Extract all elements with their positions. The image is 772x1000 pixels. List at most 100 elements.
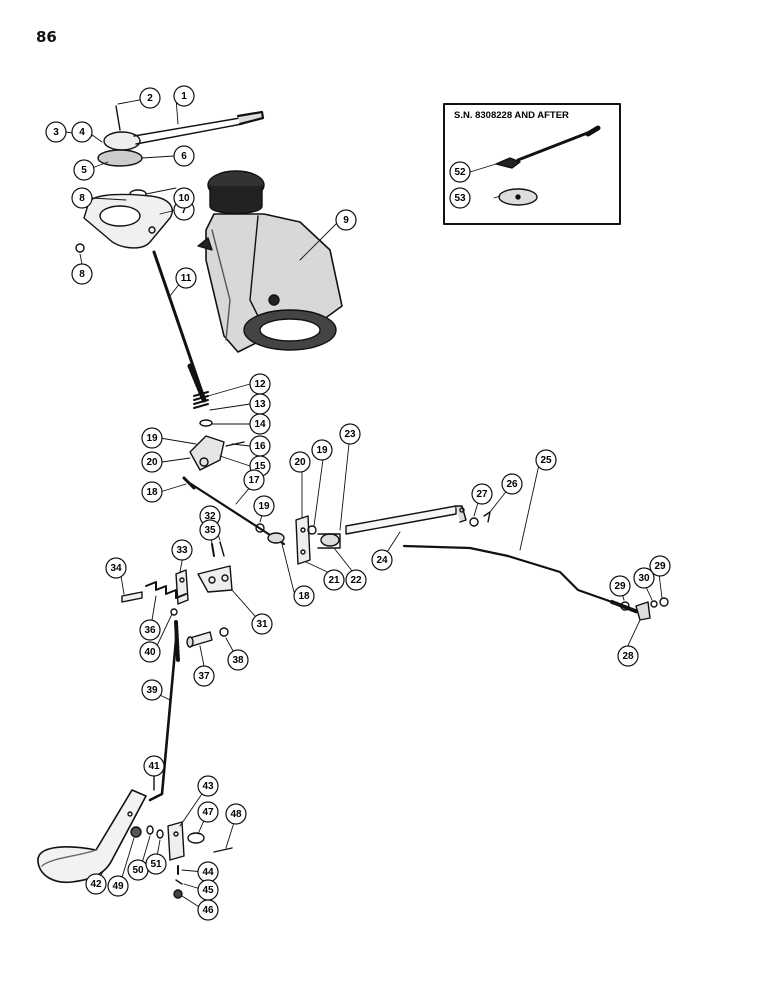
callout-36-41: 36 xyxy=(139,619,161,641)
callout-42-47-label: 42 xyxy=(90,879,102,890)
callout-34-39-circle xyxy=(105,557,127,579)
washer-14 xyxy=(199,419,213,427)
inset-title: S.N. 8308228 AND AFTER xyxy=(454,110,569,121)
callout-50-55: 50 xyxy=(127,859,149,881)
callout-22-26-circle xyxy=(345,569,367,591)
callout-3-2: 3 xyxy=(45,121,67,143)
callout-51-56: 51 xyxy=(145,853,167,875)
nut-46 xyxy=(173,889,183,899)
callout-19-22-label: 19 xyxy=(316,445,328,456)
callout-19-20-circle xyxy=(141,427,163,449)
callout-39-44: 39 xyxy=(141,679,163,701)
callout-21-25: 21 xyxy=(323,569,345,591)
callout-16-16-label: 16 xyxy=(254,441,266,452)
callout-10-10-circle xyxy=(173,187,195,209)
inset-callout-52-label: 52 xyxy=(454,167,466,178)
callout-1-0: 1 xyxy=(173,85,195,107)
page-number: 86 xyxy=(36,28,57,46)
callout-23-27: 23 xyxy=(339,423,361,445)
callout-2-1: 2 xyxy=(139,87,161,109)
washer-50 xyxy=(146,825,154,835)
callout-41-46: 41 xyxy=(143,755,165,777)
nut-29a xyxy=(620,601,630,611)
callout-30-35-circle xyxy=(633,567,655,589)
callout-35-40-circle xyxy=(199,519,221,541)
callout-37-42-label: 37 xyxy=(198,671,210,682)
callout-35-40: 35 xyxy=(199,519,221,541)
callout-40-45-label: 40 xyxy=(144,647,156,658)
callout-46-51-circle xyxy=(197,899,219,921)
callout-50-55-label: 50 xyxy=(132,865,144,876)
callout-18-18-circle xyxy=(141,481,163,503)
callout-8-8: 8 xyxy=(71,263,93,285)
callout-45-50: 45 xyxy=(197,879,219,901)
callout-6-5: 6 xyxy=(173,145,195,167)
callout-46-51-label: 46 xyxy=(202,905,214,916)
callout-28-32-label: 28 xyxy=(622,651,634,662)
callout-4-3-circle xyxy=(71,121,93,143)
callout-2-1-circle xyxy=(139,87,161,109)
callout-11-11-label: 11 xyxy=(181,273,192,284)
shift-lever xyxy=(103,105,265,151)
inset-callout-52: 52 xyxy=(449,161,471,183)
callout-26-30-circle xyxy=(501,473,523,495)
callout-38-43-circle xyxy=(227,649,249,671)
pin-34 xyxy=(121,591,143,603)
callout-27-31-circle xyxy=(471,483,493,505)
callout-24-28-label: 24 xyxy=(376,555,388,566)
callout-11-11-circle xyxy=(175,267,197,289)
nut-8 xyxy=(75,243,85,253)
shaft-24 xyxy=(345,505,467,535)
nut-38 xyxy=(219,627,229,637)
inset-callout-53: 53 xyxy=(449,187,471,209)
callout-17-17: 17 xyxy=(243,469,265,491)
callout-14-14-circle xyxy=(249,413,271,435)
washer-19 xyxy=(307,525,317,535)
callout-20-23-label: 20 xyxy=(146,457,158,468)
callout-39-44-label: 39 xyxy=(146,685,158,696)
callout-17-17-circle xyxy=(243,469,265,491)
callout-47-52: 47 xyxy=(197,801,219,823)
callout-13-13: 13 xyxy=(249,393,271,415)
callout-34-39-label: 34 xyxy=(110,563,122,574)
callout-19-21-label: 19 xyxy=(258,501,270,512)
callout-23-27-circle xyxy=(339,423,361,445)
callout-31-36: 31 xyxy=(251,613,273,635)
callout-30-35-label: 30 xyxy=(638,573,650,584)
link-rod-17 xyxy=(182,476,286,546)
callout-11-11: 11 xyxy=(175,267,197,289)
callout-20-24-label: 20 xyxy=(294,457,306,468)
callout-49-54-circle xyxy=(107,875,129,897)
callout-18-18: 18 xyxy=(141,481,163,503)
pedal-42 xyxy=(37,789,147,884)
bracket-43 xyxy=(167,821,185,861)
inset-box xyxy=(443,103,621,225)
callout-46-51: 46 xyxy=(197,899,219,921)
callout-45-50-label: 45 xyxy=(202,885,214,896)
callout-43-48-circle xyxy=(197,775,219,797)
callout-12-12: 12 xyxy=(249,373,271,395)
callout-22-26-label: 22 xyxy=(350,575,362,586)
clevis-15 xyxy=(189,435,225,471)
callout-28-32-circle xyxy=(617,645,639,667)
callout-9-9-label: 9 xyxy=(343,215,349,226)
callout-21-25-label: 21 xyxy=(328,575,340,586)
callout-43-48: 43 xyxy=(197,775,219,797)
callout-12-12-label: 12 xyxy=(254,379,266,390)
callout-2-1-label: 2 xyxy=(147,93,153,104)
bracket-21 xyxy=(295,515,311,565)
bolt-32 xyxy=(219,541,225,557)
callout-29-34-circle xyxy=(649,555,671,577)
callout-20-23: 20 xyxy=(141,451,163,473)
rod-39 xyxy=(148,620,180,802)
callout-49-54: 49 xyxy=(107,875,129,897)
spring-36 xyxy=(145,581,187,599)
callout-38-43: 38 xyxy=(227,649,249,671)
lockwasher-45 xyxy=(175,879,183,885)
pivot-22 xyxy=(317,533,341,549)
callout-34-39: 34 xyxy=(105,557,127,579)
callout-8-8-circle xyxy=(71,263,93,285)
callout-19-22-circle xyxy=(311,439,333,461)
callout-19-20: 19 xyxy=(141,427,163,449)
callout-14-14: 14 xyxy=(249,413,271,435)
